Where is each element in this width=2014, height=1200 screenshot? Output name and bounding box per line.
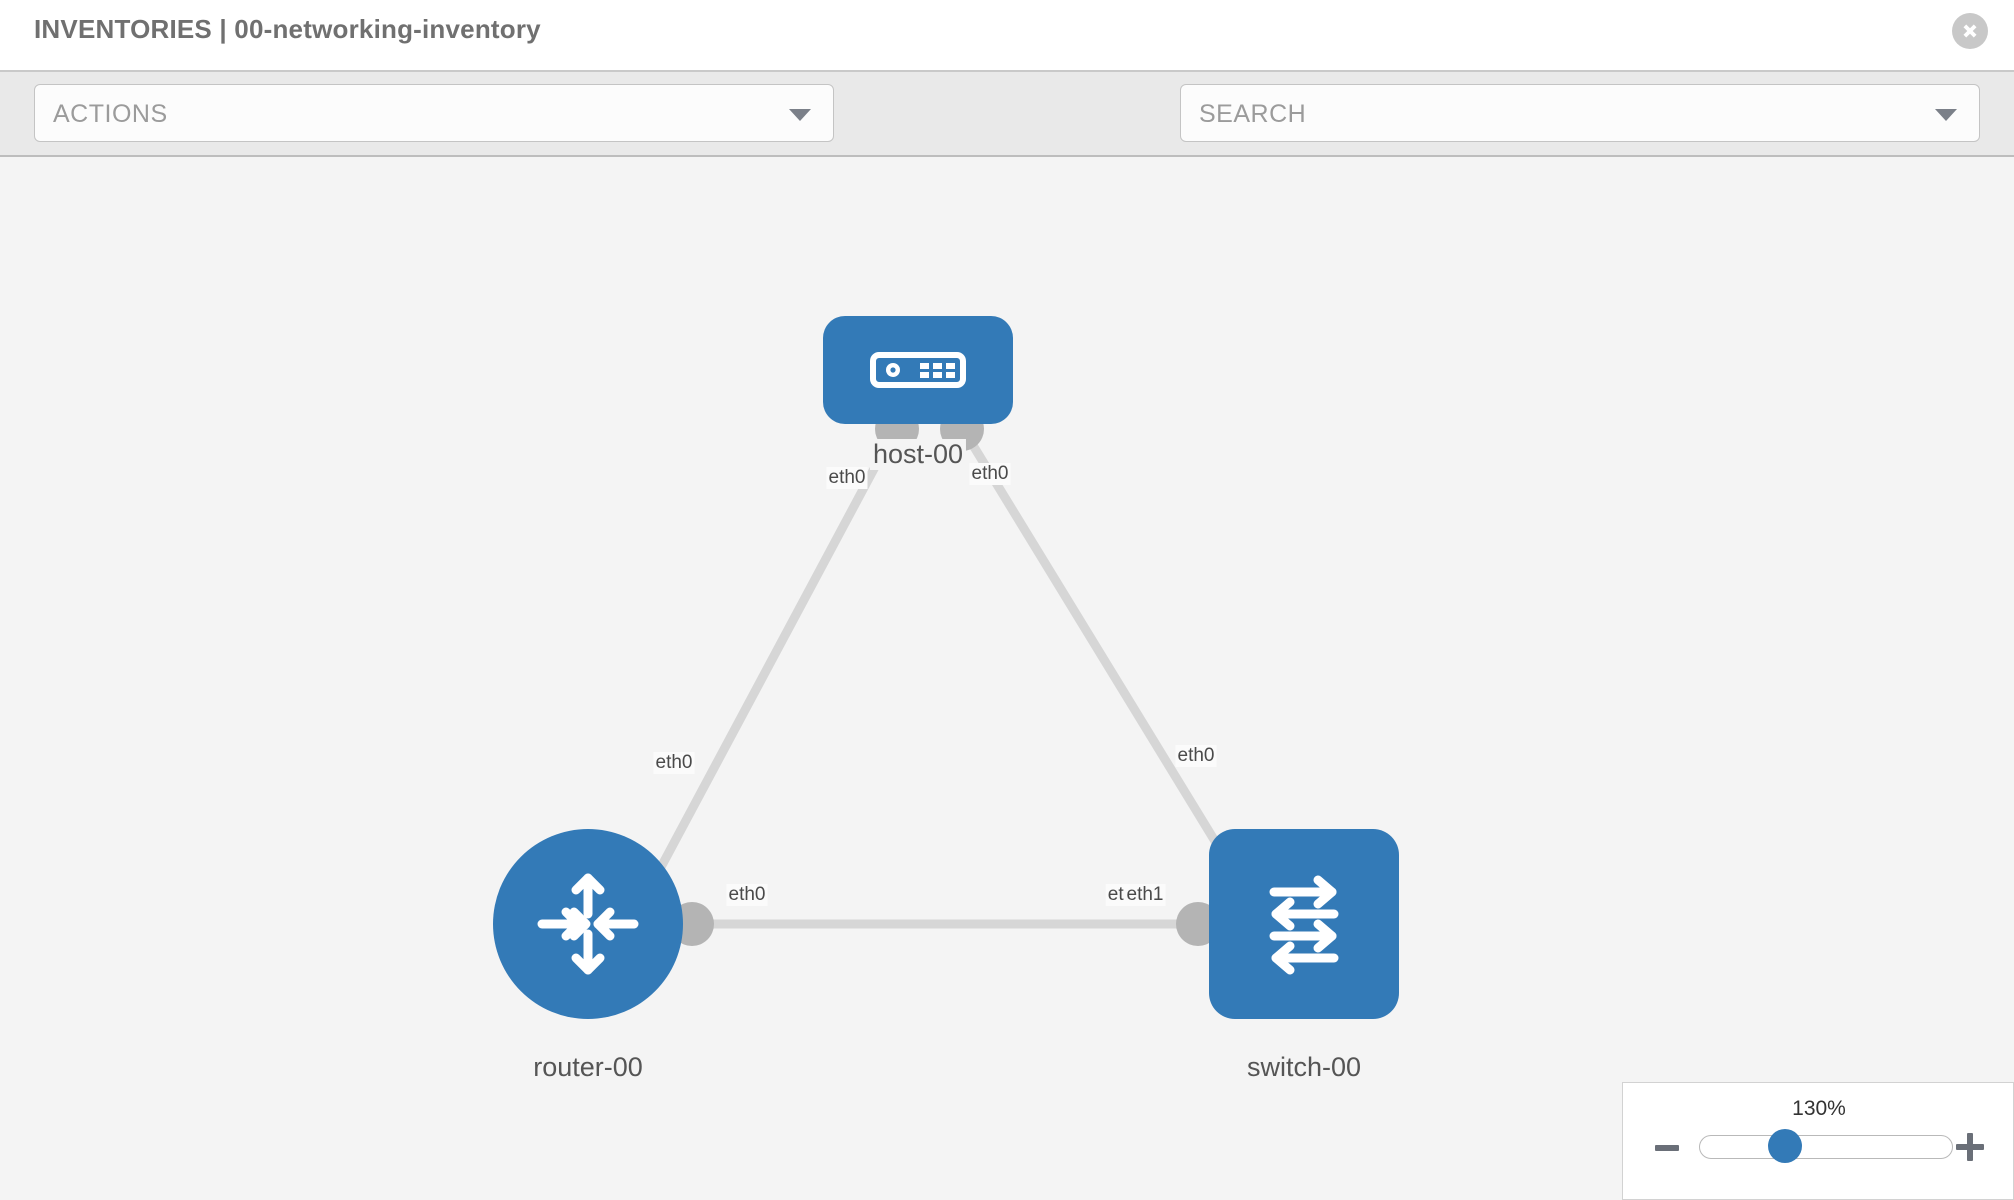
actions-dropdown[interactable]: ACTIONS xyxy=(34,84,834,142)
server-icon xyxy=(870,352,966,388)
node-label-router-00: router-00 xyxy=(530,1052,646,1083)
actions-dropdown-label: ACTIONS xyxy=(53,100,168,128)
node-label-switch-00: switch-00 xyxy=(1243,1052,1365,1083)
interface-label: eth1 xyxy=(1124,884,1166,906)
node-router-00[interactable] xyxy=(493,829,683,1019)
close-icon[interactable] xyxy=(1952,13,1988,49)
chevron-down-icon xyxy=(789,109,811,121)
search-placeholder: SEARCH xyxy=(1199,100,1307,128)
zoom-level-value: 130% xyxy=(1792,1097,1846,1120)
node-switch-00[interactable] xyxy=(1209,829,1399,1019)
interface-label: eth0 xyxy=(653,752,695,774)
chevron-down-icon[interactable] xyxy=(1935,109,1957,121)
zoom-slider-track[interactable] xyxy=(1699,1135,1953,1159)
page-title: INVENTORIES | 00-networking-inventory xyxy=(34,14,541,44)
zoom-slider-handle[interactable] xyxy=(1768,1129,1802,1163)
search-input[interactable]: SEARCH xyxy=(1180,84,1980,142)
interface-label: eth0 xyxy=(969,463,1011,485)
topology-canvas[interactable]: host-00 router-00 switch-00 eth0 eth0 et… xyxy=(0,157,2014,1200)
link-host-router[interactable] xyxy=(656,421,902,872)
minus-icon[interactable] xyxy=(1655,1145,1679,1151)
interface-label: eth0 xyxy=(826,467,868,489)
page-header: INVENTORIES | 00-networking-inventory xyxy=(0,0,2014,70)
node-host-00[interactable] xyxy=(823,316,1013,424)
interface-label: eth0 xyxy=(726,884,768,906)
interface-label: eth0 xyxy=(1175,745,1217,767)
node-label-host-00: host-00 xyxy=(869,439,967,470)
router-arrows-icon xyxy=(537,873,639,975)
switch-arrows-icon xyxy=(1269,875,1339,975)
link-host-switch[interactable] xyxy=(956,421,1236,872)
zoom-control-panel: 130% xyxy=(1622,1082,2014,1200)
toolbar: ACTIONS SEARCH xyxy=(0,70,2014,199)
topology-links xyxy=(656,407,1255,946)
